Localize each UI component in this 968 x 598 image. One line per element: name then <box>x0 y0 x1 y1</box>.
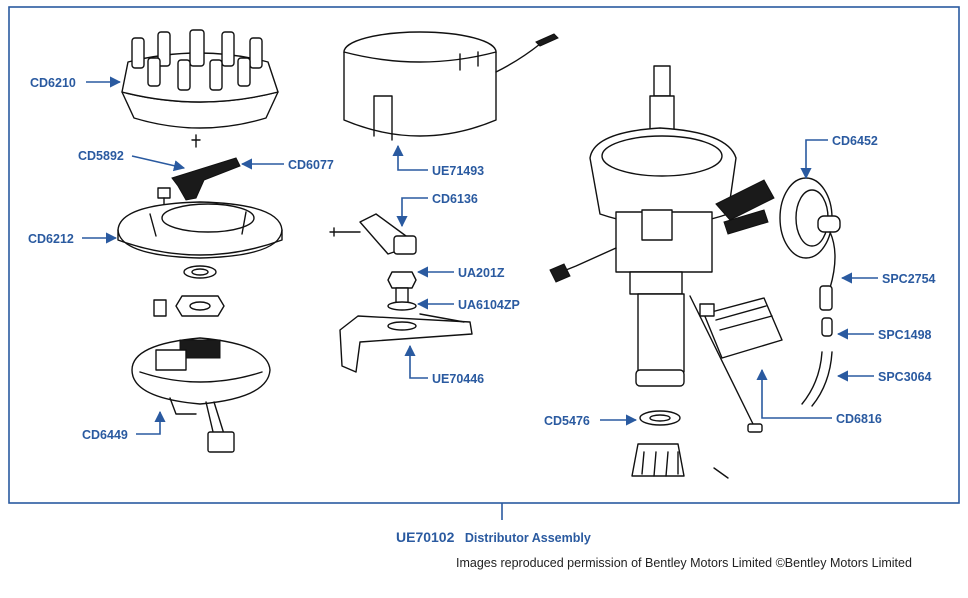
dust-cover-drawing <box>343 31 559 141</box>
label-cd6210: CD6210 <box>30 76 76 90</box>
washer-nut-drawing <box>153 265 225 317</box>
label-cd6212: CD6212 <box>28 232 74 246</box>
diagram-frame <box>8 6 960 504</box>
label-cd5476: CD5476 <box>544 414 590 428</box>
label-spc2754: SPC2754 <box>882 272 936 286</box>
pickup-plate-drawing <box>131 337 271 453</box>
label-spc3064: SPC3064 <box>878 370 932 384</box>
label-cd6816: CD6816 <box>836 412 882 426</box>
arrow-cd6449 <box>136 410 166 435</box>
label-cd6077: CD6077 <box>288 158 334 172</box>
label-cd6449: CD6449 <box>82 428 128 442</box>
assembly-name: Distributor Assembly <box>465 531 591 545</box>
arrow-cd5892 <box>131 155 186 172</box>
bolt-washer-drawing <box>387 271 417 311</box>
label-spc1498: SPC1498 <box>878 328 932 342</box>
label-ua6104zp: UA6104ZP <box>458 298 520 312</box>
rotor-arm-drawing <box>157 157 241 209</box>
label-ue71493: UE71493 <box>432 164 484 178</box>
spacer-ring-drawing <box>117 201 283 259</box>
arrow-ue71493 <box>392 144 428 171</box>
label-ue70446: UE70446 <box>432 372 484 386</box>
arrow-cd6136 <box>396 197 428 228</box>
arrow-cd6452 <box>800 139 828 180</box>
image-credit: Images reproduced permission of Bentley … <box>456 556 912 570</box>
label-cd6136: CD6136 <box>432 192 478 206</box>
label-cd5892: CD5892 <box>78 149 124 163</box>
clamp-plate-drawing <box>339 313 473 373</box>
vacuum-bracket-drawing <box>329 213 417 255</box>
label-cd6452: CD6452 <box>832 134 878 148</box>
assembly-part-number: UE70102 <box>396 529 455 545</box>
arrow-cd6816 <box>756 368 832 419</box>
distributor-body-drawing <box>549 65 841 479</box>
distributor-cap-drawing <box>121 29 279 148</box>
label-ua201z: UA201Z <box>458 266 505 280</box>
arrow-ue70446 <box>404 344 428 379</box>
assembly-title: UE70102 Distributor Assembly <box>396 529 591 546</box>
